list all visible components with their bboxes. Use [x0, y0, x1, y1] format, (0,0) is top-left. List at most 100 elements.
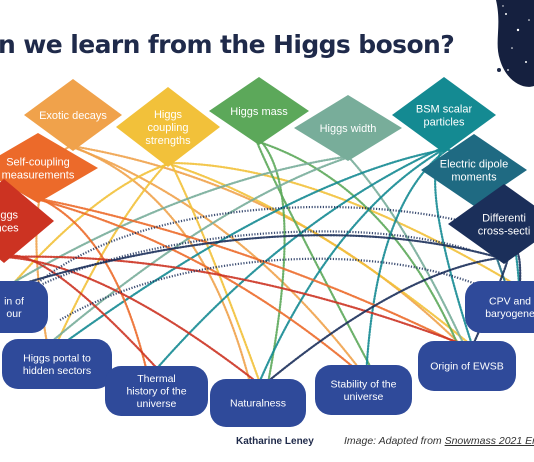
- star-dot: [505, 13, 507, 15]
- diamond-bsm-label-line: particles: [424, 116, 465, 128]
- link-width-portal: [48, 155, 351, 345]
- diamond-width: Higgs width: [294, 95, 402, 161]
- diamond-exotic: Exotic decays: [24, 79, 122, 151]
- star-dot: [516, 28, 520, 32]
- link-bsm-naturalness: [257, 147, 446, 385]
- space-shape: [496, 0, 534, 87]
- link-bsm-thermal: [154, 147, 441, 372]
- bubble-thermal-label-line: Thermal: [137, 373, 176, 385]
- diamond-selfcoupling-label-line: Self-coupling: [6, 156, 70, 168]
- diamond-width-label-line: Higgs width: [320, 123, 377, 135]
- diamond-bsm-label-line: BSM scalar: [416, 103, 473, 115]
- diamond-mass-label-line: Higgs mass: [230, 106, 288, 118]
- diamond-shape: [209, 77, 309, 145]
- arc-link: [59, 257, 491, 321]
- link-coupling-cpv: [169, 161, 518, 287]
- image-source-link[interactable]: Snowmass 2021 Ene: [444, 435, 534, 447]
- diamond-coupling-label-line: Higgs: [154, 109, 183, 121]
- diamond-mass: Higgs mass: [209, 77, 309, 145]
- diamond-edm-label-line: Electric dipole: [440, 158, 508, 170]
- diamond-shape: [24, 79, 122, 151]
- bubble-stability-label-line: Stability of the: [331, 378, 397, 390]
- link-selfcoupling-stability: [35, 197, 357, 371]
- planet-dot: [497, 68, 501, 72]
- link-exotic-naturalness: [71, 145, 252, 385]
- link-bsm-portal: [62, 147, 449, 345]
- bubble-portal-label-line: hidden sectors: [23, 365, 91, 377]
- diamond-shape: [0, 133, 98, 203]
- link-mass-ewsb: [254, 139, 460, 347]
- link-bsm-ewsb: [434, 147, 474, 347]
- bubble-cpv-label-line: baryogene: [485, 308, 534, 320]
- star-dot: [507, 69, 509, 71]
- link-resonances-ewsb: [4, 255, 467, 347]
- image-source-prefix: Image: Adapted from: [344, 435, 445, 447]
- bubble-shape: [465, 281, 534, 333]
- link-differential-origin_flavour: [16, 234, 502, 287]
- diamond-shape: [116, 87, 220, 167]
- diamond-resonances-label-line: Higgs: [0, 209, 19, 221]
- link-width-origin_flavour: [7, 155, 346, 287]
- link-selfcoupling-ewsb: [39, 197, 463, 347]
- author-credit: Katharine Leney: [236, 436, 314, 447]
- arc-link: [19, 205, 511, 301]
- bubble-shape: [210, 379, 306, 427]
- diamond-shape: [392, 77, 496, 153]
- bubble-stability-label-line: universe: [344, 391, 384, 403]
- diamond-coupling-label-line: strengths: [145, 135, 191, 147]
- bubble-shape: [105, 366, 208, 416]
- bubble-shape: [0, 281, 48, 333]
- diamond-exotic-label-line: Exotic decays: [39, 110, 107, 122]
- bubble-ewsb-label-line: Origin of EWSB: [430, 361, 504, 373]
- diamond-shape: [0, 179, 54, 263]
- diamond-resonances-label-line: ances: [0, 222, 19, 234]
- link-resonances-thermal: [4, 254, 160, 372]
- bubble-shape: [2, 339, 112, 389]
- diamond-edm-label-line: moments: [451, 171, 497, 183]
- link-coupling-naturalness: [169, 161, 262, 385]
- links-layer: [0, 139, 522, 385]
- diamond-coupling-label-line: coupling: [148, 122, 189, 134]
- diamond-shape: [294, 95, 402, 161]
- bubble-portal-label-line: Higgs portal to: [23, 352, 91, 364]
- bubble-ewsb: Origin of EWSB: [418, 341, 516, 391]
- diamond-resonances: Higgsances: [0, 179, 54, 263]
- image-source: Image: Adapted from Snowmass 2021 Ene: [344, 435, 534, 447]
- bubble-thermal-label-line: universe: [137, 398, 177, 410]
- bubble-thermal-label-line: history of the: [126, 386, 186, 398]
- diamond-differential-label-line: cross-secti: [478, 225, 531, 237]
- diamond-shape: [448, 184, 534, 264]
- bubble-naturalness-label-line: Naturalness: [230, 398, 286, 410]
- bubble-shape: [418, 341, 516, 391]
- arc-link: [29, 230, 471, 291]
- star-dot: [511, 47, 513, 49]
- bubble-origin_flavour-label-line: in of: [4, 295, 24, 307]
- link-coupling-ewsb: [165, 161, 473, 347]
- star-dot: [525, 61, 527, 63]
- page-title: n we learn from the Higgs boson?: [0, 30, 455, 59]
- link-mass-naturalness: [259, 139, 286, 385]
- link-differential-naturalness: [264, 256, 501, 385]
- bubble-naturalness: Naturalness: [210, 379, 306, 427]
- bubble-origin_flavour-label-line: our: [6, 308, 22, 320]
- link-resonances-naturalness: [0, 255, 260, 385]
- space-corner-decoration: [496, 0, 534, 87]
- link-mass-stability: [255, 139, 373, 371]
- diamond-differential-label-line: Differenti: [482, 212, 526, 224]
- star-dot: [502, 5, 504, 7]
- bubble-cpv-label-line: CPV and: [489, 295, 531, 307]
- link-exotic-stability: [71, 145, 361, 371]
- bubble-shape: [315, 365, 412, 415]
